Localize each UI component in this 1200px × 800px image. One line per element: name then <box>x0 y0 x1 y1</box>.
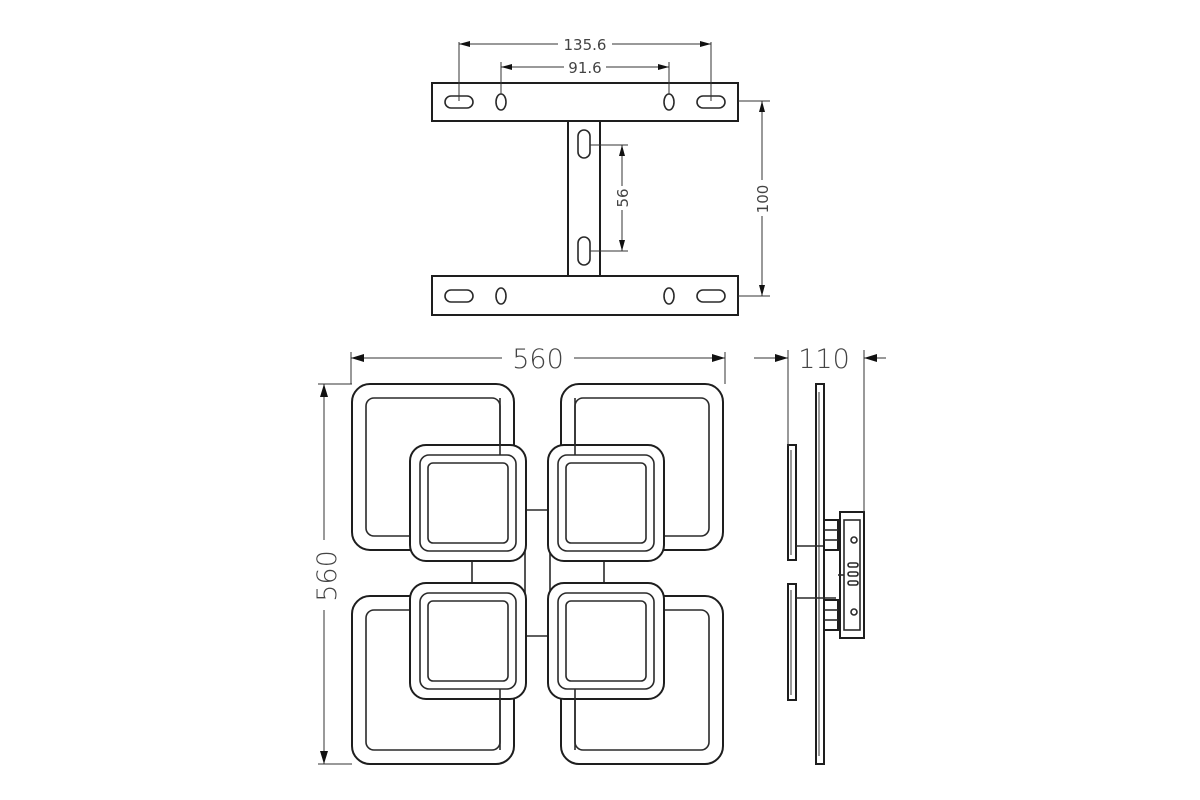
bracket-bottom-plate <box>431 275 739 316</box>
bracket-vertical-bar <box>567 120 601 277</box>
bracket-slot <box>696 289 726 303</box>
front-overlap-lines <box>499 398 576 750</box>
bracket-slot <box>444 289 474 303</box>
side-panel-lower <box>787 583 797 701</box>
dimension-bracket-height: 100 <box>754 185 772 214</box>
front-dimensions: 560 560 <box>308 340 726 765</box>
side-panel-upper <box>787 444 797 561</box>
inner-square-bottom-left <box>409 582 527 700</box>
bracket-slot <box>577 129 591 159</box>
bracket-top-plate <box>431 82 739 122</box>
inner-square-bottom-right <box>547 582 665 700</box>
front-view <box>351 383 724 765</box>
side-view <box>787 383 865 765</box>
dimension-side-depth: 110 <box>798 344 850 375</box>
dimension-front-width: 560 <box>512 344 564 375</box>
inner-square-top-left <box>409 444 527 562</box>
bracket-hole <box>663 287 675 305</box>
dimension-inner-holes: 91.6 <box>568 59 601 77</box>
dimension-outer-holes: 135.6 <box>564 36 607 54</box>
bracket-hole <box>495 287 507 305</box>
bracket-dimensions: 135.6 91.6 56 100 <box>458 34 772 297</box>
dimension-slot-spacing: 56 <box>614 188 632 207</box>
mounting-bracket <box>431 82 739 316</box>
side-screw <box>850 536 858 544</box>
dimension-front-height: 560 <box>312 550 343 602</box>
inner-square-top-right <box>547 444 665 562</box>
side-dimensions: 110 <box>754 340 886 512</box>
side-panel-rear <box>815 383 825 765</box>
